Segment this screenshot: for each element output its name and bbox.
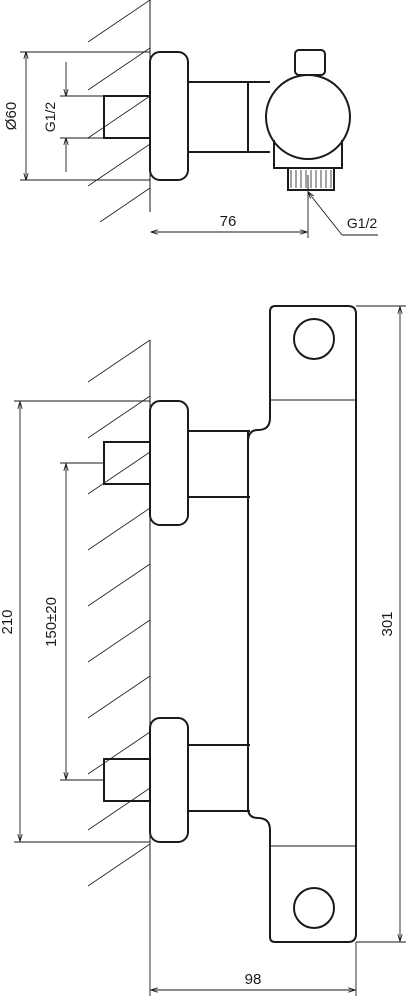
dim-inlet-thread-label: G1/2 <box>42 102 58 133</box>
dim-inlet-spacing-label: 210 <box>0 609 16 634</box>
dim-center-distance: 150±20 <box>43 462 104 781</box>
top-outlet-body <box>273 140 343 169</box>
dim-total-depth: 98 <box>149 880 357 996</box>
dim-inlet-spacing: 210 <box>0 400 150 843</box>
lower-flange <box>149 717 189 843</box>
top-inlet-pipe <box>103 95 151 139</box>
top-outlet-thread <box>287 167 335 191</box>
front-wall-hatching <box>87 339 151 887</box>
top-knob-housing <box>265 74 351 160</box>
top-flange <box>149 51 189 181</box>
dim-body-height: 301 <box>356 305 406 943</box>
dim-diameter: Ø60 <box>3 51 150 181</box>
lower-connection-arm <box>188 744 250 812</box>
dim-inlet-thread: G1/2 <box>42 62 104 172</box>
upper-flange <box>149 400 189 526</box>
dim-depth-label: 76 <box>220 213 237 230</box>
dim-depth: 76 <box>151 175 309 238</box>
dim-outlet-thread-label: G1/2 <box>347 215 378 231</box>
top-wall-hatching <box>87 0 151 223</box>
dim-outlet-thread: G1/2 <box>308 192 378 236</box>
top-outlet-thread-hatch <box>290 170 332 188</box>
dim-center-distance-label: 150±20 <box>43 597 60 647</box>
bottom-knob-circle <box>293 887 335 929</box>
lower-inlet-pipe <box>103 758 151 802</box>
dim-diameter-label: Ø60 <box>3 102 20 130</box>
top-knob-cap <box>294 49 326 76</box>
dim-body-height-label: 301 <box>379 611 396 636</box>
front-view: 210 150±20 301 98 <box>0 305 406 996</box>
top-connection-arm <box>188 81 270 153</box>
dim-total-depth-label: 98 <box>245 971 262 988</box>
mixer-body <box>247 305 357 943</box>
top-knob-circle <box>293 318 335 360</box>
top-view: Ø60 G1/2 76 G1/2 <box>3 0 378 238</box>
upper-connection-arm <box>188 430 250 498</box>
upper-inlet-pipe <box>103 441 151 485</box>
